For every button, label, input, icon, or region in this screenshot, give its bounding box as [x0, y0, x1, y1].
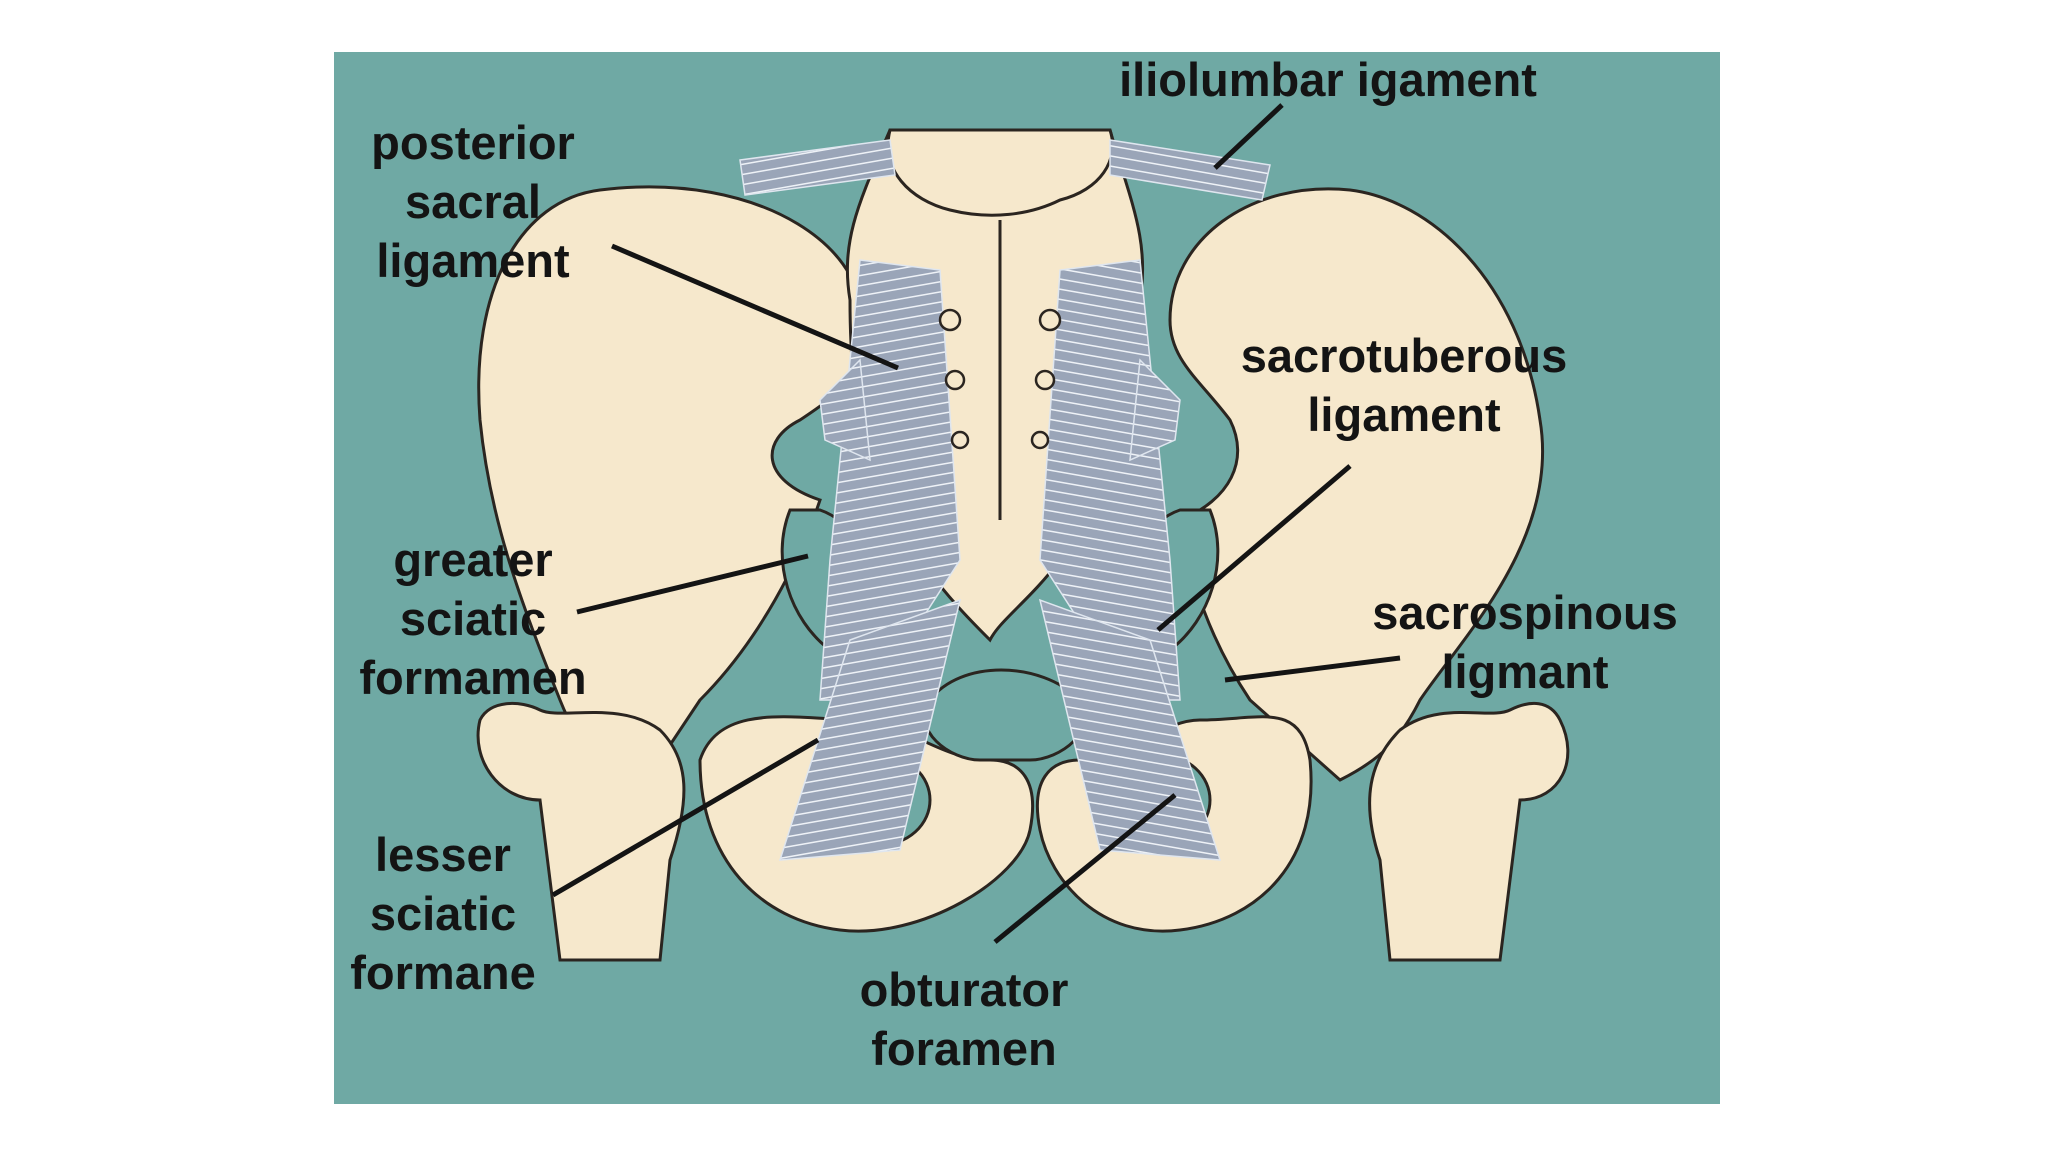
- iliolumbar-right-ligament: [1109, 139, 1271, 201]
- pelvis-bones: [476, 128, 1570, 962]
- left-wing-ligament: [819, 358, 871, 462]
- lumbar-vertebra: [886, 128, 1115, 217]
- sacrospinous-leader: [1224, 655, 1401, 683]
- sacrotuberous-leader: [1156, 464, 1352, 632]
- label-greater-sciatic: greater sciatic formamen: [359, 533, 587, 704]
- iliolumbar-leader: [1213, 103, 1284, 170]
- posterior-sacral-leader: [611, 243, 899, 371]
- left-sacrotuberous-ligament: [778, 598, 962, 861]
- lesser-sciatic-leader: [551, 737, 820, 898]
- iliolumbar-left-ligament: [739, 139, 896, 196]
- obturator-leader: [993, 793, 1177, 944]
- label-sacrotuberous: sacrotuberous ligament: [1240, 329, 1568, 441]
- right-wing-ligament: [1129, 358, 1181, 462]
- label-posterior-sacral: posterior sacral ligament: [371, 116, 575, 287]
- label-iliolumbar: iliolumbar igament: [1119, 53, 1537, 106]
- label-sacrospinous: sacrospinous ligmant: [1372, 586, 1678, 698]
- leader-lines: [551, 103, 1401, 944]
- sacral-foramina: [938, 220, 1062, 520]
- left-femur: [476, 701, 686, 962]
- label-lesser-sciatic: lesser sciatic formane: [350, 828, 536, 999]
- right-femur: [1368, 701, 1570, 962]
- greater-sciatic-leader: [576, 553, 809, 615]
- label-obturator: obturator foramen: [859, 963, 1069, 1075]
- right-ilium: [1168, 187, 1545, 782]
